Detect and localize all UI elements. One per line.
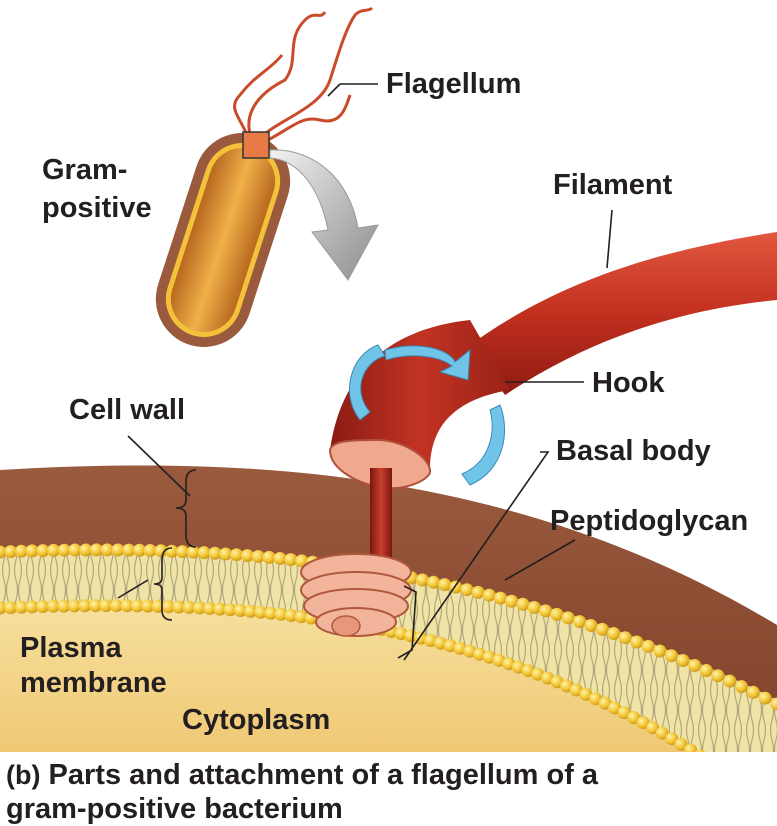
- lipid-head: [642, 640, 655, 653]
- lipid-head: [630, 636, 643, 649]
- lipid-head: [585, 619, 598, 632]
- label-gram-positive-line1: Gram-: [42, 153, 127, 187]
- lipid-head: [472, 586, 485, 599]
- lipid-head: [416, 574, 429, 587]
- label-filament: Filament: [553, 168, 672, 202]
- lipid-head: [596, 623, 609, 636]
- lipid-head: [438, 578, 451, 591]
- lipid-head: [735, 680, 748, 693]
- caption-tag: (b): [6, 760, 40, 790]
- figure-caption: (b) Parts and attachment of a flagellum …: [6, 758, 598, 826]
- lipid-head: [712, 669, 725, 682]
- lipid-head: [665, 649, 678, 662]
- lipid-head: [461, 583, 474, 596]
- lipid-head: [483, 589, 496, 602]
- label-basal-body: Basal body: [556, 434, 711, 468]
- lipid-head: [759, 692, 772, 705]
- lipid-head: [700, 664, 713, 677]
- lipid-head: [550, 608, 563, 621]
- label-cytoplasm: Cytoplasm: [182, 703, 330, 737]
- label-plasma-membrane-line2: membrane: [20, 666, 167, 700]
- lipid-head: [494, 592, 507, 605]
- label-hook: Hook: [592, 366, 665, 400]
- lipid-head: [747, 686, 760, 699]
- lipid-head: [573, 615, 586, 628]
- lipid-head: [653, 645, 666, 658]
- lipid-head: [539, 604, 552, 617]
- lipid-head: [517, 598, 530, 611]
- lipid-head: [562, 611, 575, 624]
- basal-body-rings: [301, 554, 411, 636]
- label-peptidoglycan: Peptidoglycan: [550, 504, 748, 538]
- label-gram-positive-line2: positive: [42, 191, 152, 225]
- lipid-head: [688, 659, 701, 672]
- caption-line1: Parts and attachment of a flagellum of a: [49, 759, 599, 791]
- lipid-head: [505, 595, 518, 608]
- label-plasma-membrane-line1: Plasma: [20, 631, 122, 665]
- lipid-head: [528, 601, 541, 614]
- label-flagellum: Flagellum: [386, 67, 521, 101]
- lipid-head: [427, 576, 440, 589]
- lipid-head: [723, 675, 736, 688]
- caption-line2: gram-positive bacterium: [6, 793, 343, 825]
- lipid-head: [677, 654, 690, 667]
- lipid-head: [619, 631, 632, 644]
- lipid-head: [607, 627, 620, 640]
- label-cell-wall: Cell wall: [69, 393, 185, 427]
